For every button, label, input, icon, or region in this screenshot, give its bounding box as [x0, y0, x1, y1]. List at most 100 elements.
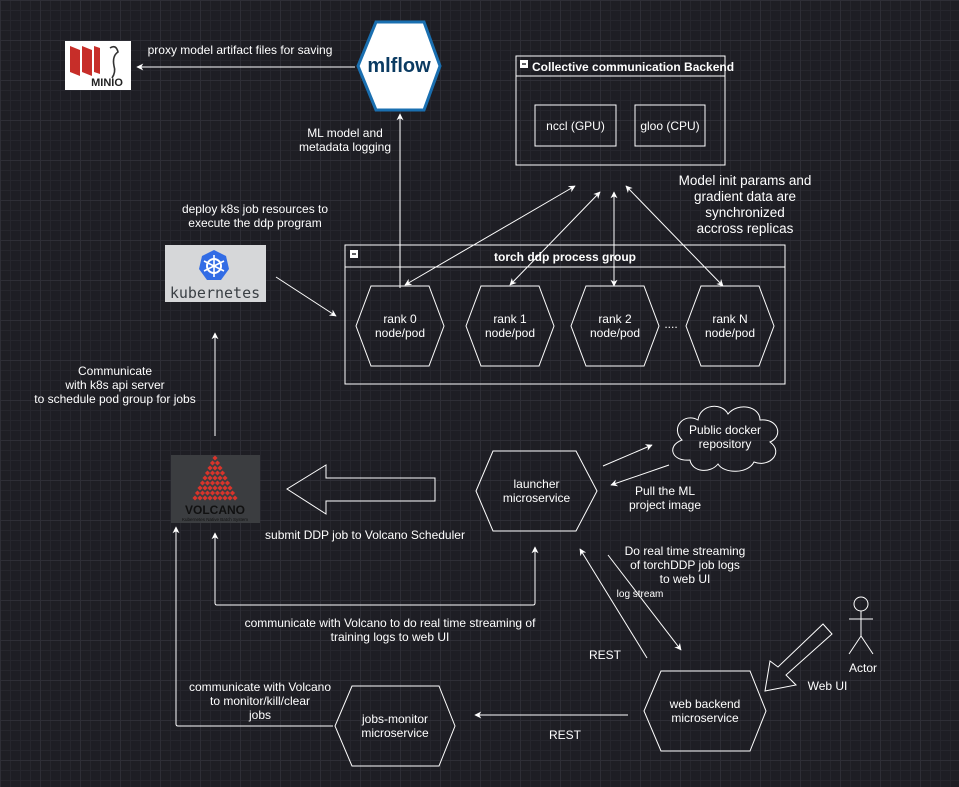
volcano-dot [199, 490, 206, 496]
volcano-dot [199, 480, 206, 486]
pull-image-label: Pull the ML project image [628, 484, 702, 512]
volcano-dot [212, 455, 218, 461]
volcano-dot [209, 480, 216, 486]
web-ui-label: Web UI [807, 679, 848, 693]
monitor-volcano-label: communicate with Volcano to monitor/kill… [188, 680, 332, 722]
nccl-backend-label: nccl (GPU) [546, 119, 605, 133]
volcano-dot [229, 490, 236, 496]
volcano-dot [217, 465, 223, 471]
volcano-dot [212, 465, 218, 471]
volcano-dot [227, 495, 233, 501]
nccl-backend-box[interactable] [534, 104, 617, 147]
volcano-dot [227, 485, 233, 491]
volcano-dot [204, 480, 211, 486]
volcano-dot [212, 485, 218, 491]
deploy-k8s-label: deploy k8s job resources to execute the … [181, 202, 329, 230]
volcano-dot [207, 495, 213, 501]
submit-ddp-label: submit DDP job to Volcano Scheduler [265, 528, 465, 542]
mlflow-logo-text: mlflow [367, 55, 431, 77]
volcano-dot [202, 485, 208, 491]
actor-label: Actor [848, 661, 877, 675]
arrow-rankn-sync [625, 185, 724, 287]
launcher-microservice[interactable] [475, 450, 598, 532]
minio-logo-text: MINIO [91, 77, 123, 89]
rank-0-hexagon[interactable] [355, 285, 445, 367]
cloud-icon[interactable] [672, 405, 779, 472]
mlflow-logo-icon: mlflow [356, 20, 442, 112]
volcano-dot [219, 480, 226, 486]
volcano-dot [217, 475, 223, 481]
rank-2-label: rank 2 node/pod [589, 312, 641, 340]
gloo-backend-box[interactable] [634, 104, 706, 147]
arrow-launcher-to-web-stream [607, 554, 682, 651]
volcano-dot [192, 495, 198, 501]
volcano-logo-tagline: Kubernetes Native Batch System [182, 517, 248, 522]
kubernetes-logo-icon: kubernetes [165, 245, 266, 302]
volcano-dot [222, 475, 228, 481]
volcano-dot [202, 475, 208, 481]
sync-params-label: Model init params and gradient data are … [678, 173, 812, 236]
volcano-dot [197, 485, 203, 491]
arrow-monitor-to-volcano [172, 526, 333, 727]
jobs-monitor-microservice[interactable] [334, 685, 456, 767]
proxy-artifacts-label: proxy model artifact files for saving [147, 43, 333, 57]
volcano-dot [224, 480, 231, 486]
volcano-dot [204, 490, 211, 496]
launcher-label: launcher microservice [502, 477, 571, 505]
submit-block-arrow [286, 464, 436, 515]
volcano-dot [224, 490, 231, 496]
kubernetes-logo-text: kubernetes [170, 284, 260, 302]
rank-n-label: rank N node/pod [704, 312, 756, 340]
realtime-stream-label: Do real time streaming of torchDDP job l… [624, 544, 746, 586]
rank-1-label: rank 1 node/pod [484, 312, 536, 340]
jobs-monitor-label: jobs-monitor microservice [361, 712, 429, 740]
volcano-dot [212, 495, 218, 501]
arrow-volcano-launcher-stream [211, 532, 539, 606]
volcano-dot [214, 480, 221, 486]
log-stream-label: log stream [616, 589, 664, 600]
volcano-dot [217, 485, 223, 491]
arrow-launcher-to-docker [602, 444, 653, 467]
web-backend-microservice[interactable] [643, 670, 767, 752]
volcano-dot [202, 495, 208, 501]
volcano-dot [222, 485, 228, 491]
arrow-rank0-sync [404, 185, 576, 286]
volcano-logo-text: VOLCANO [185, 503, 245, 517]
gloo-backend-label: gloo (CPU) [640, 119, 700, 133]
volcano-dot [212, 475, 218, 481]
stream-volcano-label: communicate with Volcano to do real time… [244, 616, 536, 644]
docker-repo-label: Public docker repository [688, 423, 762, 451]
volcano-dot [219, 470, 226, 476]
volcano-dot [214, 470, 221, 476]
volcano-dot [209, 490, 216, 496]
volcano-dot [214, 460, 221, 466]
volcano-dot [217, 495, 223, 501]
volcano-dot [194, 490, 201, 496]
volcano-dot [232, 495, 238, 501]
rank-0-label: rank 0 node/pod [374, 312, 426, 340]
arrow-k8s-to-group [275, 276, 337, 317]
ml-logging-label: ML model and metadata logging [298, 126, 392, 154]
minio-logo-icon: MINIO [65, 41, 131, 90]
backend-container-title: Collective communication Backend [532, 60, 735, 74]
volcano-dot [207, 485, 213, 491]
volcano-dot [207, 475, 213, 481]
process-group-title: torch ddp process group [494, 250, 637, 264]
ellipsis-label: .... [664, 317, 678, 331]
web-ui-block-arrow [764, 623, 833, 692]
volcano-dot [207, 465, 213, 471]
volcano-dot [214, 490, 221, 496]
arrow-rank1-sync [509, 191, 601, 286]
communicate-k8s-label: Communicate with k8s api server to sched… [34, 364, 196, 406]
collective-backend-container[interactable] [515, 55, 726, 166]
volcano-dot [209, 470, 216, 476]
volcano-dot [204, 470, 211, 476]
rank-n-hexagon[interactable] [685, 285, 775, 367]
rank-1-hexagon[interactable] [465, 285, 555, 367]
volcano-dot [209, 460, 216, 466]
arrow-docker-to-launcher [610, 464, 670, 487]
volcano-dot [197, 495, 203, 501]
volcano-logo-icon: VOLCANO Kubernetes Native Batch System [171, 455, 260, 523]
volcano-dot [219, 490, 226, 496]
volcano-dot [222, 495, 228, 501]
